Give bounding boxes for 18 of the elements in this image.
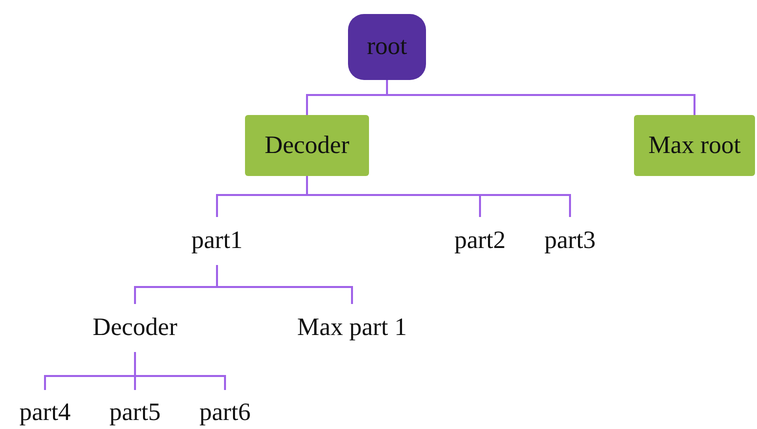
tree-connector [216,265,353,304]
box-label: Decoder [264,132,350,160]
box-label: Max root [648,132,741,160]
process-box [245,115,369,176]
node-label: Max part 1 [297,314,407,342]
root-box [348,14,426,80]
node-label: part5 [109,399,161,427]
node-label: part4 [19,399,71,427]
node-label: part6 [199,399,251,427]
node-label: part2 [454,227,506,255]
node-label: Decoder [92,314,178,342]
tree-connector [134,352,226,390]
process-box [634,115,755,176]
box-label: root [366,33,408,61]
tree-connector [306,176,571,217]
node-label: part1 [191,227,243,255]
node-label: part3 [544,227,596,255]
tree-connector [386,80,696,115]
